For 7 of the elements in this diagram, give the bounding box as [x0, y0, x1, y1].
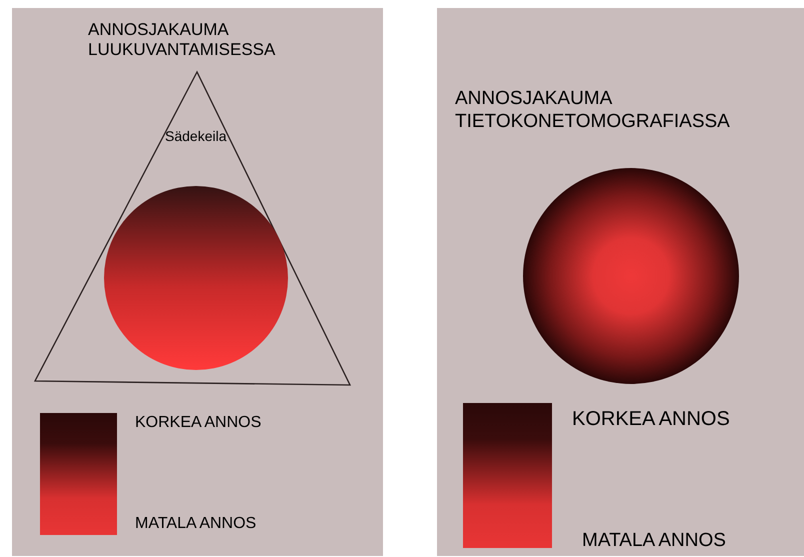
beam-label: Sädekeila: [165, 128, 226, 145]
panel-heading: ANNOSJAKAUMA LUUKUVANTAMISESSA: [88, 20, 276, 61]
scale-label: KORKEA ANNOS: [572, 407, 730, 431]
scale-label: KORKEA ANNOS: [135, 413, 262, 432]
scale-label: MATALA ANNOS: [582, 530, 726, 553]
panel-heading: ANNOSJAKAUMA TIETOKONETOMOGRAFIASSA: [455, 88, 731, 134]
scale-label: MATALA ANNOS: [135, 514, 256, 534]
